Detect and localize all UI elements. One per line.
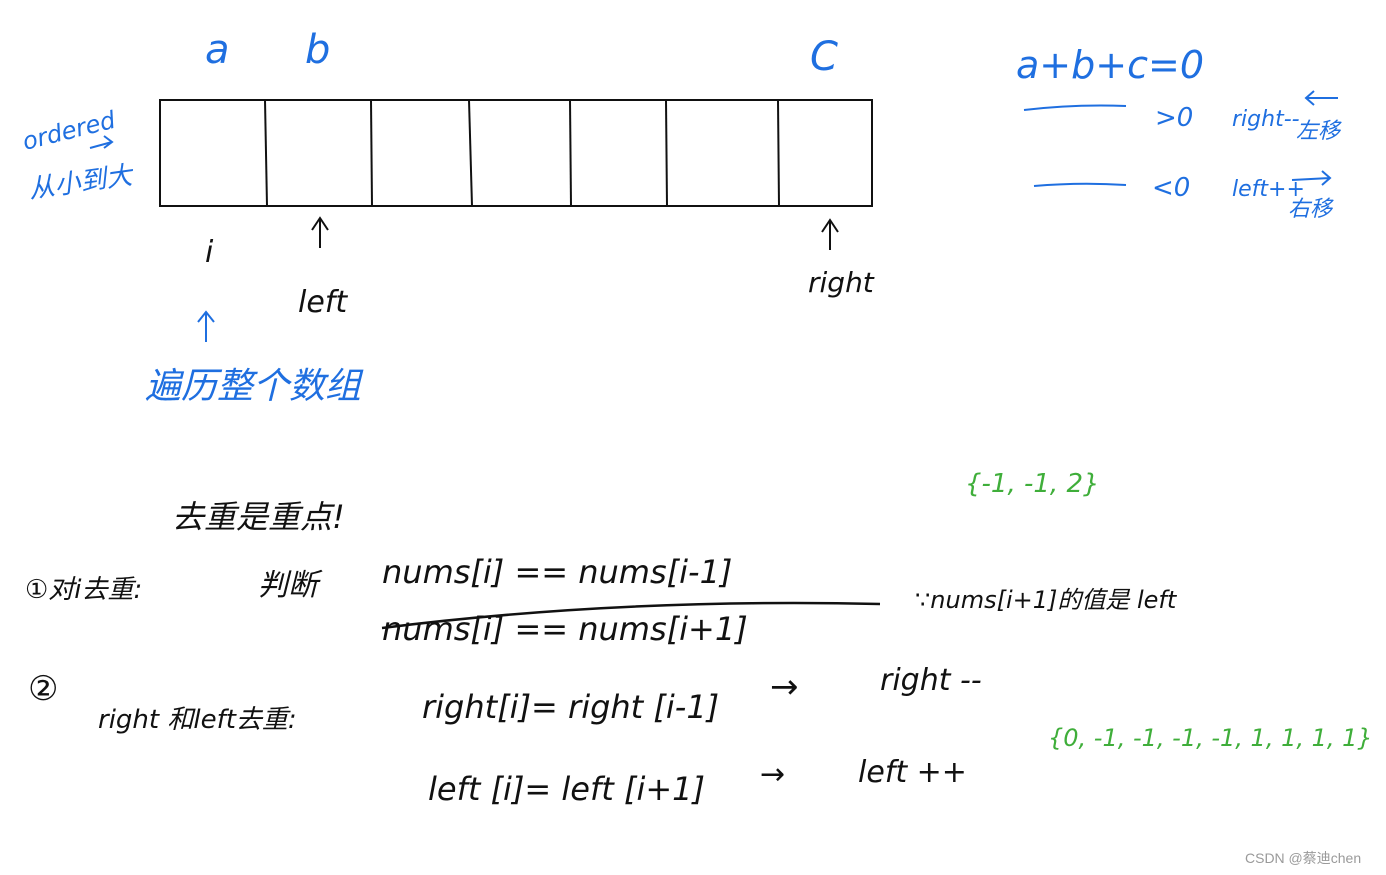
step2-label: ② <box>28 669 58 709</box>
strikethrough-line <box>381 601 881 630</box>
example-2: {0, -1, -1, -1, -1, 1, 1, 1, 1} <box>1048 724 1373 752</box>
ascending-note: 从小到大 <box>27 160 137 205</box>
label-a: a <box>205 27 230 73</box>
step2-right-action: right -- <box>880 663 982 698</box>
right-up-arrow <box>821 218 839 250</box>
label-c: C <box>810 34 838 80</box>
rule-lt-right-arrow <box>1291 170 1332 186</box>
left-up-arrow <box>311 216 329 248</box>
i-up-arrow <box>197 310 215 342</box>
ordered-arrow <box>89 135 114 149</box>
rule-lt-action: left++ <box>1232 177 1305 202</box>
pointer-left-label: left <box>298 285 348 320</box>
equation-underline-gt <box>1023 104 1127 111</box>
equation: a+b+c=0 <box>1016 43 1204 87</box>
pointer-right-label: right <box>808 266 875 299</box>
ordered-note: ordered <box>20 106 119 156</box>
pointer-i-label: i <box>205 235 214 270</box>
dedup-title: 去重是重点! <box>172 498 345 536</box>
rule-gt: >0 <box>1155 103 1193 133</box>
step1-judge: 判断 <box>258 568 323 603</box>
array-box <box>159 99 873 207</box>
step2-right-arrow: → <box>770 667 799 707</box>
rule-gt-left-arrow <box>1304 90 1338 106</box>
step1-wrong-expression: nums[i] == nums[i+1] <box>382 610 748 648</box>
rule-lt-direction: 右移 <box>1288 197 1334 222</box>
step1-reason: ∵nums[i+1]的值是 left <box>915 586 1178 614</box>
step1-label: ①对i去重: <box>25 575 142 605</box>
step1-expression: nums[i] == nums[i-1] <box>382 553 732 591</box>
rule-gt-action: right-- <box>1232 107 1300 132</box>
example-1: {-1, -1, 2} <box>965 469 1100 499</box>
step2-left-expression: left [i]= left [i+1] <box>428 770 705 808</box>
label-b: b <box>305 27 330 73</box>
watermark: CSDN @蔡迪chen <box>1245 850 1361 866</box>
step2-left-arrow: → <box>760 757 785 792</box>
equation-underline-lt <box>1033 182 1127 187</box>
rule-gt-direction: 左移 <box>1296 119 1342 144</box>
traverse-note: 遍历整个数组 <box>145 366 364 407</box>
rule-lt: <0 <box>1152 173 1190 203</box>
step2-left-action: left ++ <box>858 755 967 790</box>
step2-title: right 和left去重: <box>98 705 297 735</box>
step2-right-expression: right[i]= right [i-1] <box>422 688 719 726</box>
